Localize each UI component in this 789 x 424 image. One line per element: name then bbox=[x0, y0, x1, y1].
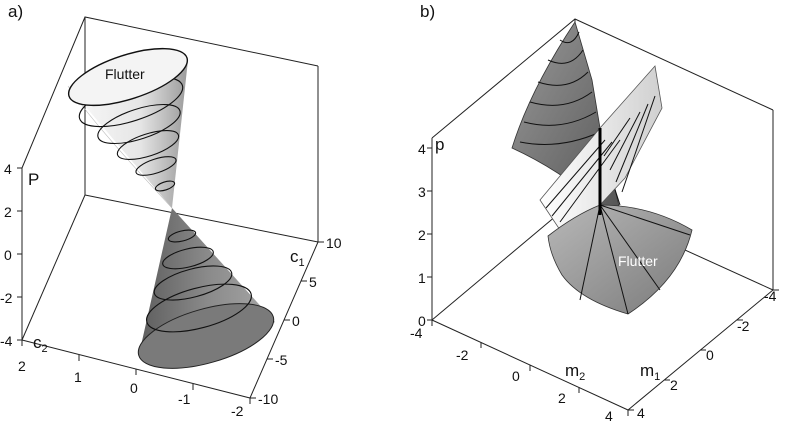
panel-b-m2-tick: 4 bbox=[605, 408, 613, 424]
panel-a-c1-tick: 0 bbox=[292, 313, 300, 329]
panel-a-c1-tick: 10 bbox=[326, 235, 342, 251]
panel-a-label: a) bbox=[8, 2, 23, 21]
panel-a-upper-cone: Flutter bbox=[67, 47, 189, 209]
panel-b-m1-tick: 4 bbox=[637, 405, 645, 421]
panel-b-m2-axis: -4 -2 0 2 4 m2 bbox=[410, 320, 629, 424]
panel-b-flutter-surface: Flutter bbox=[547, 204, 693, 315]
panel-b-m1-tick: 2 bbox=[670, 377, 678, 393]
panel-a-c1-label: c1 bbox=[290, 247, 305, 269]
panel-a-floor-back-edge bbox=[84, 194, 319, 243]
panel-a-vertical-axis: P 4 2 0 -2 -4 bbox=[0, 161, 39, 349]
panel-a-vertical-axis-label: P bbox=[28, 170, 39, 189]
panel-a-floor-left-edge bbox=[21, 194, 86, 341]
panel-a-c2-tick: -2 bbox=[231, 403, 244, 419]
panel-a-flutter-label: Flutter bbox=[105, 66, 145, 82]
panel-b-floor-front-edges bbox=[431, 289, 774, 411]
panel-a-c2-axis: 2 1 0 -1 -2 c2 bbox=[18, 333, 251, 419]
panel-a-p-tick: 2 bbox=[4, 204, 12, 220]
panel-b-p-tick: 2 bbox=[418, 227, 426, 243]
panel-a-c1-tick: -10 bbox=[258, 391, 278, 407]
panel-b-m1-axis: -4 -2 0 2 4 m1 bbox=[628, 288, 779, 421]
panel-b-p-tick: 1 bbox=[418, 270, 426, 286]
panel-a-p-tick: 4 bbox=[4, 161, 12, 177]
panel-a-c1-axis: 10 5 0 -5 -10 c1 bbox=[250, 235, 342, 407]
panel-a-c2-tick: 2 bbox=[18, 358, 26, 374]
panel-b-m2-tick: 0 bbox=[512, 368, 520, 384]
panel-a-p-tick: -2 bbox=[0, 290, 13, 306]
panel-a-c2-label: c2 bbox=[33, 333, 48, 355]
panel-b-p-tick: 0 bbox=[418, 313, 426, 329]
panel-b-floor-left-edge bbox=[431, 199, 576, 321]
panel-a-c2-tick: 1 bbox=[74, 369, 82, 385]
panel-a-c2-tick: 0 bbox=[130, 380, 138, 396]
panel-b-p-tick: 4 bbox=[418, 141, 426, 157]
panel-a-p-tick: 0 bbox=[4, 247, 12, 263]
panel-b-m1-tick: -2 bbox=[737, 318, 750, 334]
panel-b-p-tick: 3 bbox=[418, 184, 426, 200]
panel-b-m1-label: m1 bbox=[640, 361, 660, 383]
panel-b-m2-tick: -4 bbox=[410, 325, 423, 341]
panel-a-c2-tick: -1 bbox=[178, 391, 191, 407]
panel-b-m1-tick: -4 bbox=[764, 288, 777, 304]
panel-b-m2-tick: 2 bbox=[558, 390, 566, 406]
panel-a-c1-tick: -5 bbox=[275, 352, 288, 368]
panel-b-vertical-axis: p 4 3 2 1 0 bbox=[418, 135, 444, 329]
panel-b-m1-tick: 0 bbox=[706, 347, 714, 363]
panel-b: b) bbox=[410, 2, 779, 424]
panel-b-vertical-axis-label: p bbox=[435, 135, 444, 154]
panel-a: a) bbox=[0, 2, 342, 419]
panel-b-back-top-edges bbox=[431, 18, 774, 139]
panel-b-m2-tick: -2 bbox=[456, 347, 469, 363]
panel-a-c1-tick: 5 bbox=[309, 274, 317, 290]
panel-b-label: b) bbox=[420, 2, 435, 21]
panel-a-lower-cone bbox=[137, 208, 275, 369]
panel-b-m2-label: m2 bbox=[565, 361, 585, 383]
panel-b-flutter-label: Flutter bbox=[618, 253, 658, 269]
panel-a-p-tick: -4 bbox=[0, 333, 13, 349]
